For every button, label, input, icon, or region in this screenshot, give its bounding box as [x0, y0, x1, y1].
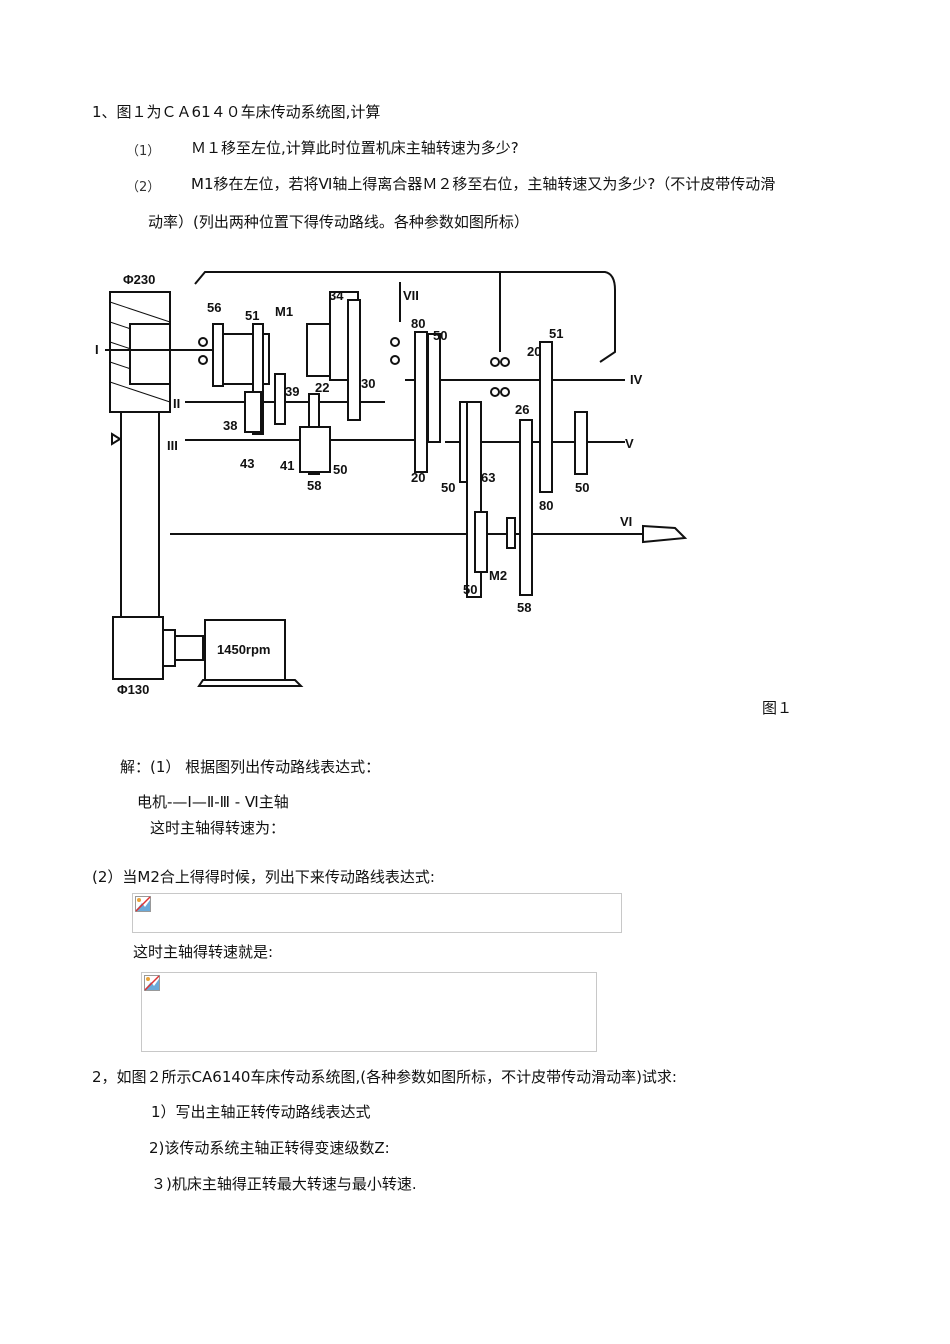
label-gear-20a: 20: [527, 344, 541, 359]
q1-sub2-text: M1移在左位，若将Ⅵ轴上得离合器Ｍ２移至右位，主轴转速又为多少?（不计皮带传动滑: [191, 175, 776, 193]
solution-speed-line-2: 这时主轴得转速就是:: [133, 943, 274, 961]
label-gear-50d: 50: [575, 480, 589, 495]
q2-item-1: 1）写出主轴正转传动路线表达式: [151, 1103, 371, 1121]
label-pulley-top: Φ230: [123, 272, 155, 287]
solution-part2-header: (2）当M2合上得得时候，列出下来传动路线表达式:: [92, 868, 435, 886]
label-gear-80b: 80: [539, 498, 553, 513]
label-gear-39: 39: [285, 384, 299, 399]
q1-title: 1、图１为ＣＡ61４０车床传动系统图,计算: [92, 103, 381, 121]
label-shaft-VI: VI: [620, 514, 632, 529]
q1-sub1-number: （1）: [126, 144, 161, 159]
label-gear-30: 30: [361, 376, 375, 391]
solution-speed-line: 这时主轴得转速为：: [150, 819, 286, 837]
label-gear-50a: 50: [433, 328, 447, 343]
broken-image-icon: [135, 896, 151, 912]
solution-part1-header: 解：(1） 根据图列出传动路线表达式：: [120, 758, 381, 776]
solution-route: 电机-—Ⅰ—Ⅱ-Ⅲ - Ⅵ主轴: [137, 793, 289, 811]
broken-image-formula-1: [132, 893, 622, 933]
broken-image-formula-2: [141, 972, 597, 1052]
figure-caption: 图１: [762, 699, 793, 717]
label-shaft-II: II: [173, 396, 180, 411]
label-gear-43: 43: [240, 456, 254, 471]
label-gear-58a: 58: [307, 478, 321, 493]
q2-title: 2，如图２所示CA6140车床传动系统图,(各种参数如图所标，不计皮带传动滑动率…: [92, 1068, 677, 1086]
label-shaft-V: V: [625, 436, 634, 451]
label-shaft-VII: VII: [403, 288, 419, 303]
transmission-diagram: Φ230 Φ130 1450rpm I II III IV V VI VII M…: [95, 262, 695, 702]
label-gear-20b: 20: [411, 470, 425, 485]
label-gear-50c: 50: [441, 480, 455, 495]
label-gear-58b: 58: [517, 600, 531, 615]
label-motor-speed: 1450rpm: [217, 642, 270, 657]
label-gear-26: 26: [515, 402, 529, 417]
label-gear-38: 38: [223, 418, 237, 433]
label-gear-41: 41: [280, 458, 294, 473]
label-gear-51a: 51: [245, 308, 259, 323]
label-gear-34: 34: [329, 288, 344, 303]
label-gear-50e: 50: [463, 582, 477, 597]
q2-item-3: ３)机床主轴得正转最大转速与最小转速.: [151, 1175, 417, 1193]
label-clutch-M1: M1: [275, 304, 293, 319]
label-shaft-I: I: [95, 342, 99, 357]
label-pulley-bottom: Φ130: [117, 682, 149, 697]
q1-sub2-number: （2）: [126, 180, 161, 195]
broken-image-icon: [144, 975, 160, 991]
label-shaft-III: III: [167, 438, 178, 453]
label-shaft-IV: IV: [630, 372, 643, 387]
q2-item-2: 2)该传动系统主轴正转得变速级数Z:: [149, 1139, 390, 1157]
label-gear-22: 22: [315, 380, 329, 395]
q1-sub1-text: Ｍ１移至左位,计算此时位置机床主轴转速为多少?: [191, 139, 519, 157]
label-clutch-M2: M2: [489, 568, 507, 583]
label-gear-50b: 50: [333, 462, 347, 477]
label-gear-80a: 80: [411, 316, 425, 331]
label-gear-51b: 51: [549, 326, 563, 341]
q1-sub2-continuation: 动率）(列出两种位置下得传动路线。各种参数如图所标）: [148, 213, 529, 231]
label-gear-63: 63: [481, 470, 495, 485]
label-gear-56: 56: [207, 300, 221, 315]
